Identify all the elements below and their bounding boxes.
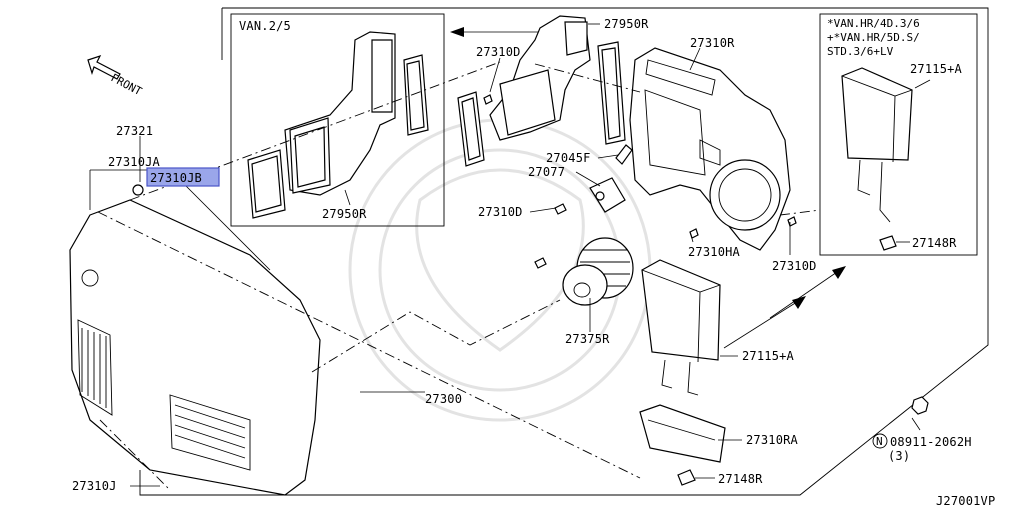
- label-27148R[interactable]: 27148R: [718, 472, 763, 486]
- label-27045F[interactable]: 27045F: [546, 151, 591, 165]
- label-27310J[interactable]: 27310J: [72, 479, 117, 493]
- label-27950R-inset: 27950R: [322, 207, 367, 221]
- inset-box-left: [230, 13, 445, 227]
- main-frame: [139, 7, 989, 496]
- inset-left-title: VAN.2/5: [239, 19, 291, 33]
- nut-part-callout[interactable]: N 08911-2062H (3): [872, 433, 972, 463]
- inset-heater-core: [841, 67, 913, 251]
- highlight-27310JB[interactable]: [146, 167, 220, 187]
- nut-quantity: (3): [888, 449, 910, 463]
- inset-label-27148R: 27148R: [912, 236, 957, 250]
- blower-motor-27375R: [562, 237, 634, 306]
- label-27115A[interactable]: 27115+A: [742, 349, 795, 363]
- arrow-to-right-inset: [769, 266, 846, 319]
- front-label: FRONT: [109, 71, 145, 98]
- inset-right-note-1: *VAN.HR/4D.3/6: [827, 17, 920, 30]
- label-27310RA[interactable]: 27310RA: [746, 433, 799, 447]
- label-27310HA[interactable]: 27310HA: [688, 245, 741, 259]
- label-27321[interactable]: 27321: [116, 124, 153, 138]
- seal-pad-27148R: [677, 469, 696, 486]
- label-27077[interactable]: 27077: [528, 165, 565, 179]
- label-27310JA[interactable]: 27310JA: [108, 155, 161, 169]
- inset-right-note-3: STD.3/6+LV: [827, 45, 894, 58]
- label-27375R[interactable]: 27375R: [565, 332, 610, 346]
- bracket-27077: [589, 177, 626, 213]
- duct-27950R: [457, 15, 626, 167]
- label-27310D-top[interactable]: 27310D: [476, 45, 521, 59]
- labels: VAN.2/5 27950R *VAN.HR/4D.3/6 +*VAN.HR/5…: [72, 17, 995, 508]
- arrow-to-left-inset: [450, 27, 545, 37]
- inset-box-right: [819, 13, 978, 256]
- side-trim-panel-27321: [69, 199, 321, 496]
- inset-right-note-2: +*VAN.HR/5D.S/: [827, 31, 920, 44]
- front-arrow-icon: FRONT: [87, 54, 145, 98]
- diagram-code: J27001VP: [936, 494, 995, 508]
- label-27310R[interactable]: 27310R: [690, 36, 735, 50]
- clip-27045F: [615, 144, 633, 165]
- inset-left-duct: [247, 31, 429, 219]
- nut-code-label: N: [876, 435, 883, 448]
- label-08911-2062H[interactable]: 08911-2062H: [890, 435, 972, 449]
- arrow-lower-right: [723, 296, 806, 349]
- label-27310D-right[interactable]: 27310D: [772, 259, 817, 273]
- heater-case-27310R: [629, 47, 791, 251]
- label-27950R-top[interactable]: 27950R: [604, 17, 649, 31]
- label-27300[interactable]: 27300: [425, 392, 462, 406]
- tray-27310RA: [639, 404, 726, 463]
- label-27310D-mid[interactable]: 27310D: [478, 205, 523, 219]
- label-27310JB[interactable]: 27310JB: [150, 171, 202, 185]
- heater-core-27115A: [641, 259, 721, 396]
- inset-label-27115A: 27115+A: [910, 62, 963, 76]
